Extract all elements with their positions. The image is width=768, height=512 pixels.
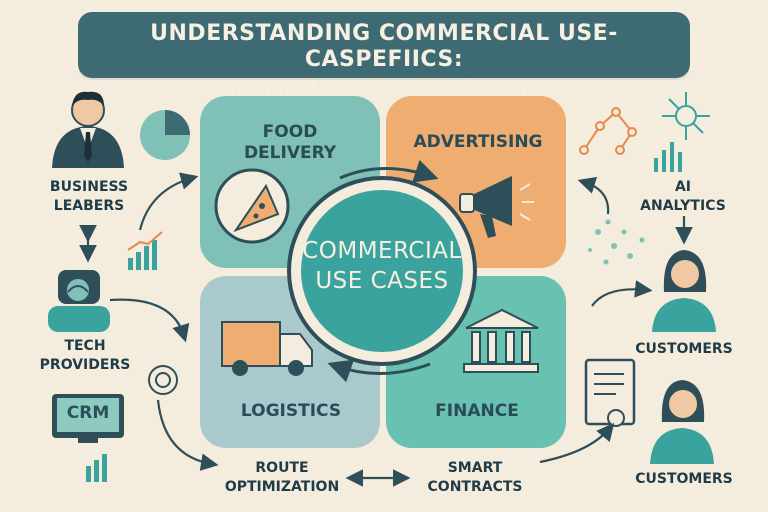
- customers-label-bottom: CUSTOMERS: [635, 471, 733, 487]
- finance-label: FINANCE: [435, 401, 519, 421]
- arrow: [577, 176, 610, 215]
- smart-contracts-label: SMART CONTRACTS: [427, 460, 523, 495]
- crm-monitor-icon: [52, 394, 124, 443]
- node-graph-icon: [579, 107, 637, 155]
- commercial-use-cases-center: COMMERCIAL USE CASES: [301, 190, 463, 352]
- arrow: [591, 280, 653, 307]
- food-delivery-label: FOOD DELIVERY: [243, 122, 337, 163]
- customers-label-top: CUSTOMERS: [635, 341, 733, 357]
- business-leader-person-icon: [52, 91, 124, 168]
- tech-provider-person-icon: [48, 270, 110, 332]
- truck-icon: [221, 321, 313, 376]
- logistics-label: LOGISTICS: [240, 401, 342, 421]
- pizza-icon: [214, 168, 290, 244]
- document-icon: [584, 358, 636, 427]
- arrow: [156, 399, 219, 471]
- analytics-bars-icon: [654, 142, 682, 172]
- advertising-label: ADVERTISING: [413, 132, 543, 152]
- bank-icon: [463, 308, 539, 373]
- title-banner: UNDERSTANDING COMMERCIAL USE-CASPEFIICS:…: [78, 12, 690, 100]
- scatter-icon: [588, 219, 645, 265]
- tech-providers-label: TECH PROVIDERS: [39, 338, 131, 373]
- business-leaders-label: BUSINESS LEABERS: [49, 179, 129, 214]
- bar-chart-icon: [86, 454, 107, 482]
- ai-analytics-label: AI ANALYTICS: [640, 179, 726, 214]
- arrow: [109, 298, 190, 343]
- arrow: [539, 422, 615, 464]
- cycle-icon: [148, 365, 178, 395]
- growth-bar-chart-icon: [127, 231, 163, 270]
- arrow: [138, 172, 199, 231]
- megaphone-icon: [459, 176, 534, 238]
- crm-label: CRM: [66, 403, 110, 423]
- pie-chart-icon: [140, 110, 190, 160]
- network-icon: [662, 92, 710, 140]
- customer-person-icon: [652, 250, 716, 332]
- customer-person-icon: [650, 380, 714, 464]
- page-title: UNDERSTANDING COMMERCIAL USE-CASPEFIICS:: [150, 21, 618, 72]
- route-optimization-label: ROUTE OPTIMIZATION: [224, 460, 340, 495]
